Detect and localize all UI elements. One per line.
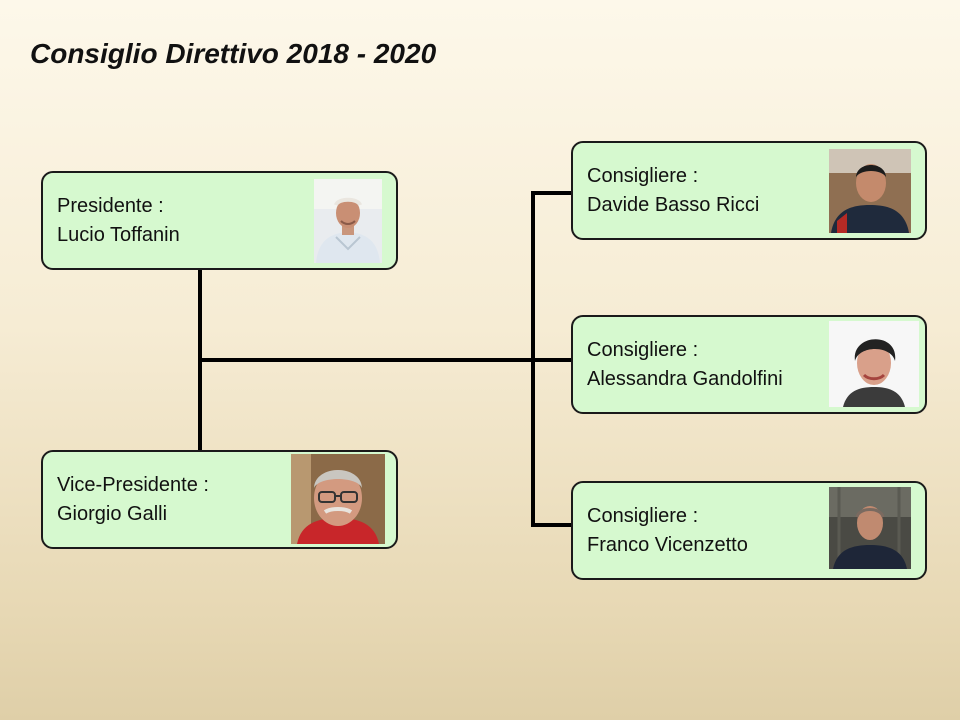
councillor-1-photo: [829, 149, 911, 233]
president-role: Presidente :: [57, 194, 164, 217]
councillor-card-1: Consigliere : Davide Basso Ricci: [571, 141, 927, 240]
vice-president-role: Vice-Presidente :: [57, 473, 209, 496]
page-title: Consiglio Direttivo 2018 - 2020: [30, 38, 437, 69]
president-card: Presidente : Lucio Toffanin: [41, 171, 398, 270]
vice-president-card: Vice-Presidente : Giorgio Galli: [41, 450, 398, 549]
president-photo: [314, 179, 382, 263]
councillor-3-photo: [829, 487, 911, 569]
vice-president-name: Giorgio Galli: [57, 502, 168, 525]
councillor-1-role: Consigliere :: [587, 164, 699, 187]
president-name: Lucio Toffanin: [57, 223, 180, 246]
councillor-2-photo: [829, 321, 919, 407]
councillor-card-2: Consigliere : Alessandra Gandolfini: [571, 315, 927, 414]
councillor-1-name: Davide Basso Ricci: [587, 193, 760, 216]
vice-president-photo: [291, 454, 385, 544]
councillor-card-3: Consigliere : Franco Vicenzetto: [571, 481, 927, 580]
councillor-3-role: Consigliere :: [587, 504, 699, 527]
councillor-3-name: Franco Vicenzetto: [587, 533, 748, 556]
councillor-2-role: Consigliere :: [587, 338, 699, 361]
councillor-2-name: Alessandra Gandolfini: [587, 367, 783, 390]
